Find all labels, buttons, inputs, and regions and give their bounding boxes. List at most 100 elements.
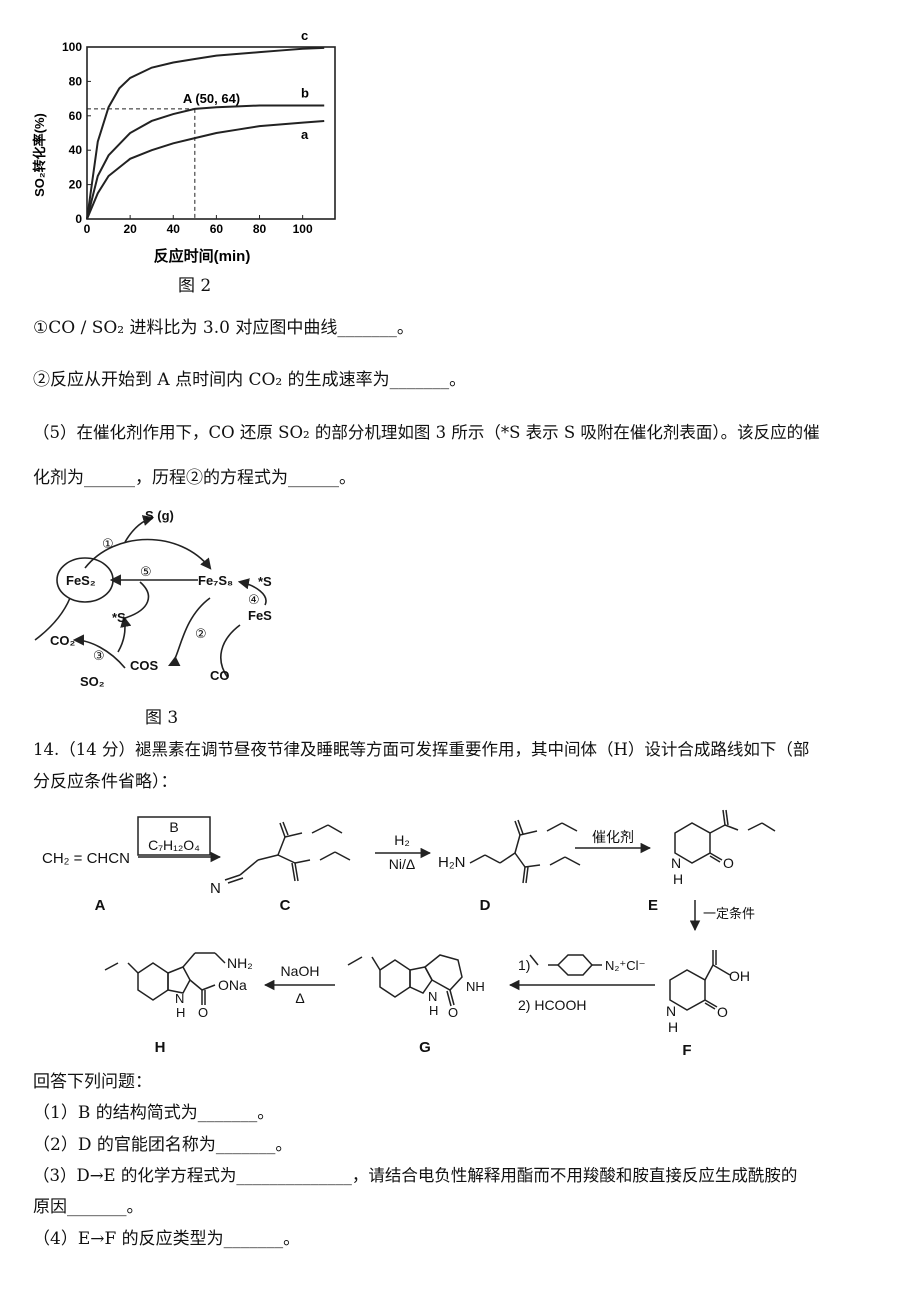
figure3-caption: 图 3 [145,708,179,728]
label-step4: ④ [248,592,260,607]
arrow-co-in [220,624,241,679]
question-3-cont: 原因_______。 [33,1197,144,1217]
synthesis-scheme: CH₂ = CHCN B C₇H₁₂O₄ N H₂ Ni/Δ H₂N 催化剂 N… [42,809,776,1059]
structure-e-h: H [673,871,683,887]
compound-label-d: D [480,897,491,914]
question-1: （1）B 的结构简式为_______。 [33,1103,275,1123]
x-tick-label: 100 [293,222,313,236]
cond-cd-top: H₂ [394,832,410,848]
structure-h-n: N [175,991,184,1006]
structure-f-n: N [666,1003,676,1019]
cond-ef: 一定条件 [703,906,755,921]
label-co2: CO₂ [50,633,76,648]
annotation-point-a: A (50, 64) [183,91,240,106]
structure-h-nh2: NH₂ [227,955,253,971]
series-label-c: c [301,30,308,43]
q4-item-2: ②反应从开始到 A 点时间内 CO₂ 的生成速率为_______。 [33,370,467,390]
figure2-caption: 图 2 [178,276,212,296]
x-tick-label: 40 [167,222,181,236]
chart-frame [86,46,336,220]
reagent-b-formula: C₇H₁₂O₄ [148,837,200,853]
questions-intro: 回答下列问题： [33,1072,152,1092]
compound-a-formula: CH₂ = CHCN [42,850,130,867]
arrow-step3 [72,634,126,669]
structure-f-h: H [668,1019,678,1035]
label-step1: ① [102,536,114,551]
label-fes2: FeS₂ [66,573,96,588]
q14-intro-line2: 分反应条件省略）： [33,772,178,792]
question-4: （4）E→F 的反应类型为_______。 [33,1229,301,1249]
x-tick-label: 0 [84,222,91,236]
compound-label-f: F [682,1042,691,1059]
reagent-box-b [137,816,211,856]
label-cos: COS [130,658,159,673]
label-co: CO [210,668,230,683]
structure-d-h2n: H₂N [438,854,466,871]
compound-label-h: H [155,1039,166,1056]
structure-f [669,950,731,1011]
series-label-b: b [301,85,309,100]
structure-d [469,819,581,884]
cond-gh-top: NaOH [281,963,320,979]
y-tick-label: 60 [69,109,83,123]
label-step2: ② [195,626,207,641]
structure-h [104,952,226,1005]
structure-g-o: O [448,1005,458,1020]
q14-intro-line1: 14.（14 分）褪黑素在调节昼夜节律及睡眠等方面可发挥重要作用，其中间体（H）… [33,740,810,759]
q5-text-line1: （5）在催化剂作用下，CO 还原 SO₂ 的部分机理如图 3 所示（*S 表示 … [33,423,820,442]
structure-e-o: O [723,855,734,871]
figure3-mechanism: S (g) FeS₂ Fe₇S₈ *S FeS *S CO₂ COS SO₂ C… [34,508,272,689]
arrow-s-to-step5 [124,581,150,619]
label-s-star-right: *S [258,574,272,589]
cond-de: 催化剂 [592,829,634,845]
label-s-gas: S (g) [145,508,174,523]
arrow-step1 [84,538,212,570]
structure-e-n: N [671,855,681,871]
structure-e [674,809,776,864]
cond-fg-step1: 1) [518,957,530,973]
cond-fg-step2: 2) HCOOH [518,997,586,1013]
q5-text-line2: 化剂为______，历程②的方程式为______。 [33,468,356,488]
x-tick-label: 20 [123,222,137,236]
label-step5: ⑤ [140,564,152,579]
compound-label-c: C [280,897,291,914]
structure-g [347,954,463,1007]
x-tick-label: 80 [253,222,267,236]
label-fes: FeS [248,608,272,623]
structure-g-nh: NH [466,979,485,994]
cond-gh-bottom: Δ [295,990,304,1006]
curve-left-partial [34,597,71,641]
structure-c [224,821,351,884]
question-2: （2）D 的官能团名称为_______。 [33,1135,293,1155]
label-fe7s8: Fe₇S₈ [198,573,233,588]
label-step3: ③ [93,648,105,663]
y-tick-label: 100 [62,40,82,54]
chart-xlabel: 反应时间(min) [154,247,251,265]
compound-label-e: E [648,897,658,914]
label-so2: SO₂ [80,674,105,689]
series-line-a [86,119,325,220]
structure-g-n: N [428,989,437,1004]
y-tick-label: 20 [69,178,83,192]
series-line-c [86,46,325,220]
arrow-s-release [117,615,132,653]
series-label-a: a [301,127,309,142]
series-line-b [86,104,325,220]
arrow-sg-release [124,515,155,543]
structure-f-oh: OH [729,968,750,984]
compound-label-g: G [419,1039,431,1056]
chart-ylabel: SO₂转化率(%) [32,113,47,197]
q4-item-1: ①CO / SO₂ 进料比为 3.0 对应图中曲线_______。 [33,318,414,338]
arrow-step4 [237,578,267,606]
label-s-star-left: *S [112,610,126,625]
reagent-b-label: B [169,819,178,835]
arrow-step2 [167,597,211,667]
y-tick-label: 40 [69,143,83,157]
compound-label-a: A [95,897,106,914]
cond-fg-diazo: N₂⁺Cl⁻ [605,958,645,973]
question-3: （3）D→E 的化学方程式为______________，请结合电负性解释用酯而… [33,1166,798,1185]
structure-diazonium [529,954,602,976]
cond-cd-bottom: Ni/Δ [389,856,415,872]
structure-h-h: H [176,1005,185,1020]
